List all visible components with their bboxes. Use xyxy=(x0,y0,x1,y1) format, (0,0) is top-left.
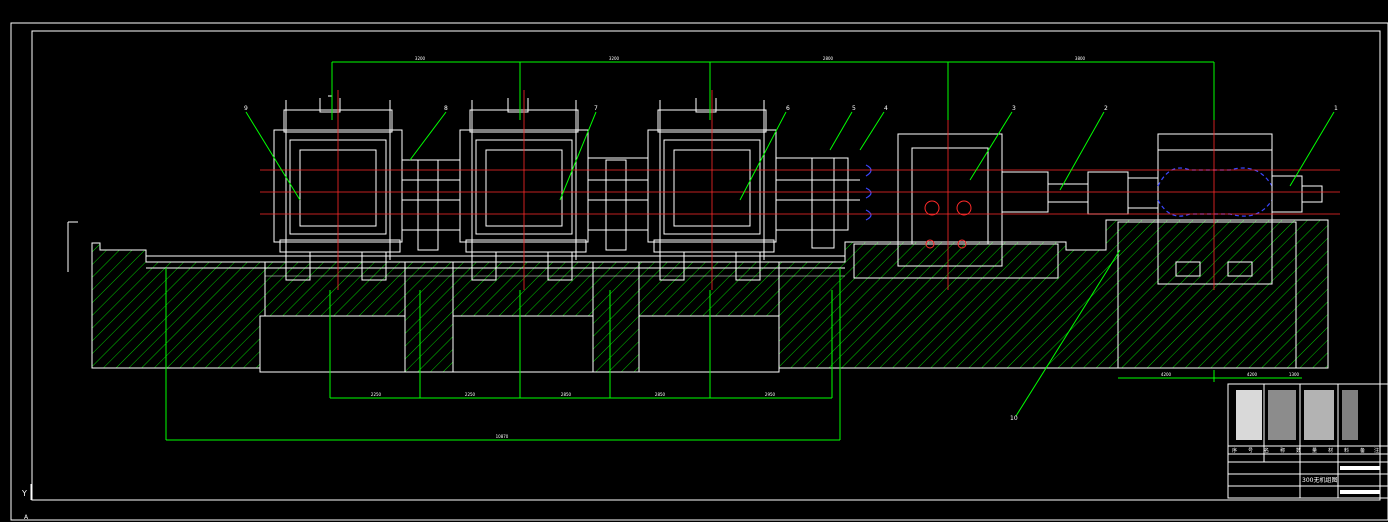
dim-overall: 10870 xyxy=(496,434,509,439)
dim-bottom-5: 2950 xyxy=(765,392,776,397)
foundation xyxy=(67,219,1329,373)
outer-frame xyxy=(10,22,1388,521)
origin-label: A xyxy=(24,514,29,521)
dim-right-2: 4200 xyxy=(1247,372,1258,377)
inner-frame xyxy=(31,30,1381,501)
tb-header-4: 数 xyxy=(1296,447,1301,454)
tb-header-9: 注 xyxy=(1374,447,1379,454)
dimension-labels: 3200 3200 2800 3800 2250 2250 2850 2850 … xyxy=(371,56,1300,439)
spindle-couplings xyxy=(401,157,860,251)
gear-box xyxy=(853,133,1059,279)
dim-bottom-4: 2850 xyxy=(655,392,666,397)
callout-10: 10 xyxy=(1010,415,1018,422)
tb-header-3: 称 xyxy=(1280,447,1285,454)
callout-2: 2 xyxy=(1104,105,1108,112)
title-block-header: 序 号 名 称 数 量 材 料 备 注 xyxy=(1232,447,1379,454)
drive-shaft xyxy=(1001,171,1159,215)
tb-header-5: 量 xyxy=(1312,447,1317,454)
leader-lines xyxy=(245,111,1335,417)
callout-9: 9 xyxy=(244,105,248,112)
tb-header-1: 号 xyxy=(1248,448,1253,454)
callout-6: 6 xyxy=(786,105,790,112)
dim-bottom-1: 2250 xyxy=(371,392,382,397)
centerlines xyxy=(260,90,1340,290)
dimension-lines xyxy=(165,61,1302,441)
tb-header-7: 料 xyxy=(1344,447,1349,454)
callout-8: 8 xyxy=(444,105,448,112)
title-block: 序 号 名 称 数 量 材 料 备 注 300无机组图 xyxy=(1227,383,1388,499)
axis-y-label: Y xyxy=(21,489,27,498)
callout-3: 3 xyxy=(1012,105,1016,112)
tb-header-8: 备 xyxy=(1360,447,1365,454)
dim-top-3: 2800 xyxy=(823,56,834,61)
tb-header-0: 序 xyxy=(1232,447,1237,454)
ucs-marker: Y A xyxy=(21,484,32,521)
dim-right-3: 1300 xyxy=(1289,372,1300,377)
callout-labels: 9 8 7 6 5 4 3 2 1 10 xyxy=(244,105,1338,422)
dim-top-4: 3800 xyxy=(1075,56,1086,61)
dim-top-1: 3200 xyxy=(415,56,426,61)
dim-right-1: 4200 xyxy=(1161,372,1172,377)
dim-bottom-3: 2850 xyxy=(561,392,572,397)
callout-7: 7 xyxy=(594,105,598,112)
dim-top-2: 3200 xyxy=(609,56,620,61)
callout-4: 4 xyxy=(884,105,888,112)
dim-bottom-2: 2250 xyxy=(465,392,476,397)
drawing-title: 300无机组图 xyxy=(1302,476,1337,484)
tb-header-2: 名 xyxy=(1264,447,1269,454)
callout-1: 1 xyxy=(1334,105,1338,112)
tb-header-6: 材 xyxy=(1328,447,1333,454)
callout-5: 5 xyxy=(852,105,856,112)
